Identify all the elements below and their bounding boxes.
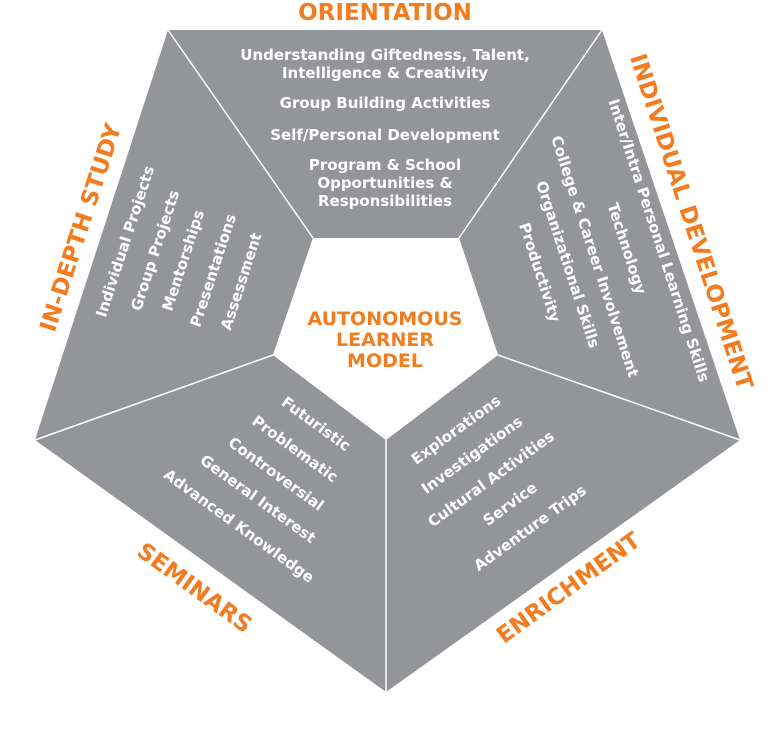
segment-orientation bbox=[168, 30, 602, 238]
pentagon-segments bbox=[35, 30, 740, 692]
segment-seminars bbox=[35, 440, 386, 692]
center-label-line-2: LEARNER bbox=[336, 329, 434, 351]
center-label: AUTONOMOUS LEARNER MODEL bbox=[308, 308, 463, 372]
center-label-line-3: MODEL bbox=[347, 350, 423, 372]
orientation-item: Opportunities & bbox=[317, 174, 452, 192]
orientation-item: Self/Personal Development bbox=[270, 126, 500, 144]
orientation-items: Understanding Giftedness, Talent, Intell… bbox=[240, 46, 530, 210]
center-label-line-1: AUTONOMOUS bbox=[308, 308, 463, 330]
orientation-item: Group Building Activities bbox=[280, 94, 491, 112]
orientation-item: Responsibilities bbox=[318, 192, 452, 210]
segment-dividers bbox=[34, 29, 741, 692]
segment-in-depth-study bbox=[35, 30, 386, 440]
segment-individual-development bbox=[386, 30, 740, 440]
orientation-item: Understanding Giftedness, Talent, bbox=[240, 46, 530, 64]
section-title-orientation: ORIENTATION bbox=[298, 0, 472, 26]
segment-enrichment bbox=[386, 440, 740, 692]
orientation-item: Intelligence & Creativity bbox=[282, 64, 488, 82]
center-pentagon bbox=[273, 238, 498, 440]
orientation-item: Program & School bbox=[309, 156, 461, 174]
